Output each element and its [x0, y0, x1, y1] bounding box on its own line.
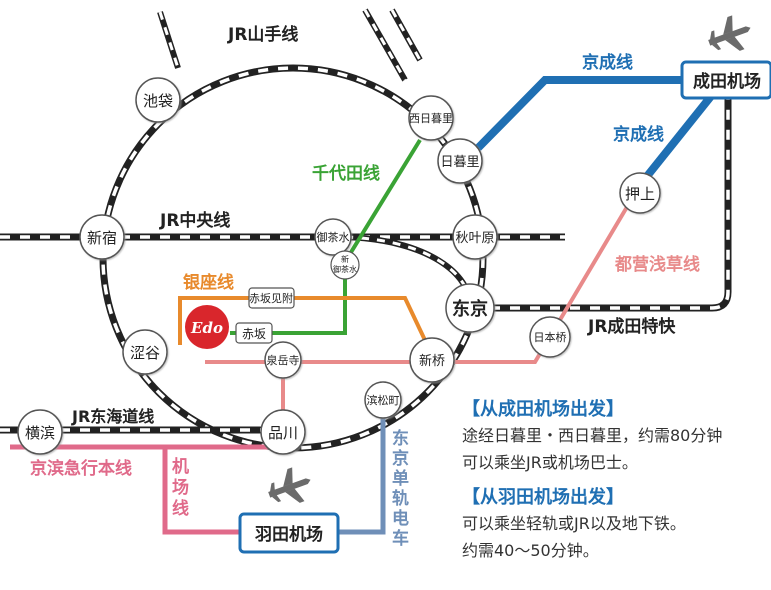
svg-text:御茶水: 御茶水 [333, 264, 357, 274]
station-ikebukuro[interactable]: 池袋 [135, 77, 181, 123]
svg-text:池袋: 池袋 [143, 92, 173, 110]
narita-text-2: 可以乘坐JR或机场巴士。 [462, 453, 638, 472]
station-nihonbashi[interactable]: 日本桥 [529, 316, 571, 358]
narita-airport-box[interactable]: 成田机场 [680, 60, 771, 100]
yamanote-line-label: JR山手线 [227, 24, 298, 45]
svg-text:日本桥: 日本桥 [534, 330, 567, 344]
station-tokyo[interactable]: 东京 [445, 283, 495, 333]
asakusa-line-label: 都营浅草线 [614, 254, 700, 275]
keisei-line-label-top: 京成线 [582, 52, 633, 73]
svg-text:西日暮里: 西日暮里 [409, 111, 453, 125]
station-akihabara[interactable]: 秋叶原 [452, 214, 498, 260]
station-shin-ochanomizu[interactable]: 新 御茶水 [330, 250, 360, 280]
narita-express-label: JR成田特快 [587, 316, 676, 337]
narita-heading: 【从成田机场出发】 [462, 399, 624, 420]
svg-text:涩谷: 涩谷 [130, 344, 160, 362]
edo-logo: Edo [185, 305, 229, 349]
haneda-airport-box[interactable]: 羽田机场 [238, 512, 340, 554]
svg-text:滨松町: 滨松町 [367, 393, 400, 407]
station-nippori[interactable]: 日暮里 [437, 138, 483, 184]
station-akasaka[interactable]: 赤坂 [235, 322, 273, 344]
airport-line-label: 机场线 [172, 456, 189, 519]
station-yokohama[interactable]: 横滨 [17, 409, 63, 455]
svg-text:Edo: Edo [190, 319, 223, 337]
keisei-line-label-mid: 京成线 [613, 124, 664, 145]
svg-text:成田机场: 成田机场 [693, 71, 761, 92]
asakusa-line [205, 183, 642, 364]
yamanote-spur-lines [157, 8, 423, 82]
svg-text:日暮里: 日暮里 [440, 155, 479, 170]
narita-text-1: 途经日暮里・西日暮里，约需80分钟 [462, 426, 723, 445]
svg-text:新: 新 [341, 254, 349, 264]
keikyu-line-label: 京滨急行本线 [30, 458, 132, 479]
svg-text:秋叶原: 秋叶原 [455, 231, 494, 246]
ginza-line-label: 银座线 [183, 272, 234, 293]
monorail-line [338, 400, 386, 535]
station-oshiage[interactable]: 押上 [619, 172, 661, 214]
haneda-heading: 【从羽田机场出发】 [462, 487, 624, 508]
svg-text:泉岳寺: 泉岳寺 [267, 353, 300, 367]
station-shibuya[interactable]: 涩谷 [122, 329, 168, 375]
station-nishinippori[interactable]: 西日暮里 [408, 95, 454, 141]
keisei-line-top [475, 76, 690, 151]
svg-text:赤坂: 赤坂 [242, 327, 266, 341]
chuo-line-label: JR中央线 [159, 210, 230, 231]
access-info-panel: 【从成田机场出发】 途经日暮里・西日暮里，约需80分钟 可以乘坐JR或机场巴士。… [462, 398, 771, 564]
svg-text:新宿: 新宿 [87, 229, 117, 247]
haneda-text-2: 约需40～50分钟。 [462, 541, 599, 560]
airport-line-path [162, 447, 240, 535]
svg-text:羽田机场: 羽田机场 [255, 524, 323, 545]
svg-text:新桥: 新桥 [419, 353, 445, 369]
station-shinjuku[interactable]: 新宿 [79, 214, 125, 260]
monorail-line-label: 东京单轨电车 [392, 428, 409, 549]
svg-text:横滨: 横滨 [25, 424, 55, 442]
station-hamamatsucho[interactable]: 滨松町 [364, 381, 402, 419]
haneda-text-1: 可以乘坐轻轨或JR以及地下铁。 [462, 514, 686, 533]
svg-text:东京: 东京 [452, 298, 488, 320]
keisei-line-oshiage [636, 92, 716, 188]
station-shimbashi[interactable]: 新桥 [409, 337, 455, 383]
narita-express-line [470, 95, 732, 312]
station-sengakuji[interactable]: 泉岳寺 [264, 341, 302, 379]
tokaido-line-label: JR东海道线 [71, 407, 154, 426]
svg-text:品川: 品川 [268, 424, 298, 442]
svg-text:赤坂见附: 赤坂见附 [249, 291, 293, 305]
station-ochanomizu[interactable]: 御茶水 [314, 218, 352, 256]
station-akasaka-mitsuke[interactable]: 赤坂见附 [248, 287, 295, 309]
airplane-icon-narita [708, 15, 751, 51]
chiyoda-line-label: 千代田线 [312, 163, 380, 184]
station-shinagawa[interactable]: 品川 [260, 409, 306, 455]
airplane-icon-haneda [268, 467, 311, 503]
svg-text:押上: 押上 [625, 185, 655, 203]
svg-text:御茶水: 御茶水 [317, 230, 350, 244]
